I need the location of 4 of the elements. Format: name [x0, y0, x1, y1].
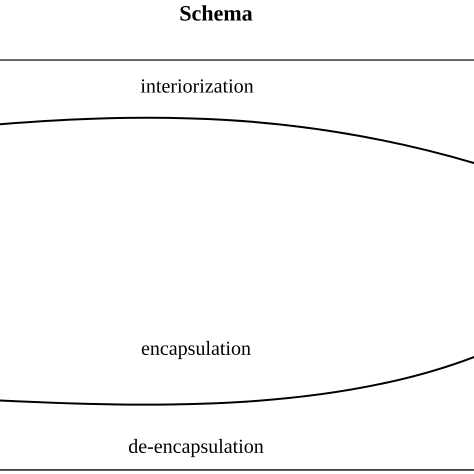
process-label: de-encapsulation [128, 438, 264, 458]
process-label: interiorization [140, 79, 254, 93]
title: Schema [180, 5, 252, 21]
process-label: encapsulation [142, 340, 251, 360]
